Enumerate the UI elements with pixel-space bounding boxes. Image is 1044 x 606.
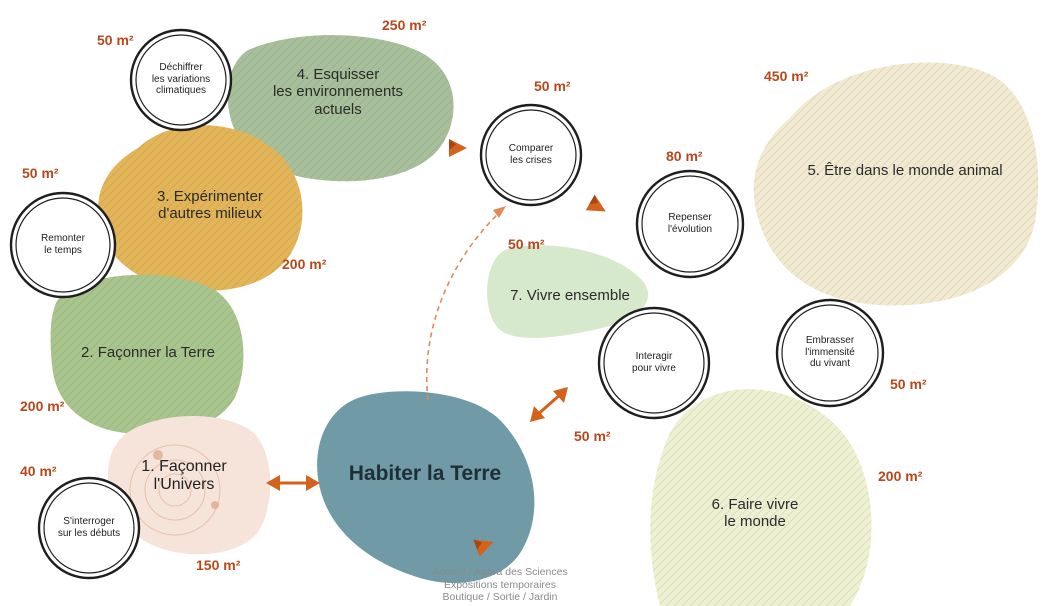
zone-label-line: actuels [314,100,362,118]
ring-label-line: le temps [44,244,82,256]
area-label-zone-7: 50 m² [508,236,545,252]
ring-circle-r7 [775,298,885,408]
entrance-info-line: Boutique / Sortie / Jardin [442,591,558,604]
ring-label-line: l'immensité [805,346,855,358]
ring-circle-r2 [9,191,117,299]
zone-label-line: d'autres milieux [158,205,262,223]
area-label-zone-4: 250 m² [382,17,427,33]
area-label-ring-r6: 50 m² [574,428,611,444]
ring-label-line: S'interroger [63,516,115,527]
ring-label-r2: Remonter le temps [18,233,108,256]
area-label-ring-r3: 50 m² [97,32,134,48]
ring-label-r1: S'interroger sur les débuts [44,516,134,539]
ring-label-line: sur les débuts [57,527,121,539]
ring-label-line: l'évolution [667,223,713,235]
ring-label-r7: Embrasser l'immensité du vivant [785,335,875,370]
ring-label-line: pour vivre [632,362,676,374]
planet-dot [153,450,163,460]
center-blob [317,391,535,583]
ring-label-line: les crises [510,154,552,166]
area-label-ring-r5: 80 m² [666,148,703,164]
ring-circle-r3 [129,28,233,132]
orbit-line [129,444,221,536]
ring-circle-r4 [479,103,583,207]
ring-label-r6: Interagir pour vivre [609,351,699,374]
area-label-ring-r4: 50 m² [534,78,571,94]
area-label-zone-1: 150 m² [196,557,241,573]
zone-label-line: 6. Faire vivre [711,496,799,513]
area-label-zone-3: 200 m² [282,256,327,272]
orbit-line [158,473,192,507]
ring-circle-r1 [37,476,141,580]
triangle-marker [449,139,467,157]
ring-label-r5: Repenser l'évolution [645,212,735,235]
ring-label-line: Remonter [41,233,85,244]
ring-circle-r6 [597,306,711,420]
zone-label-line: les environnements [272,83,404,101]
ring-label-r3: Déchiffrer les variations climatiques [136,62,226,97]
double-arrow-right [530,387,568,422]
dashed-path-arrowhead [493,206,506,218]
triangle-marker [585,194,606,212]
center-title: Habiter la Terre [348,462,502,485]
entrance-info-line: Expositions temporaires [443,578,557,591]
zone-blob-4-texture [227,35,454,182]
zone-label-3: 3. Expérimenter d'autres milieux [130,188,290,223]
zone-label-line: 3. Expérimenter [157,188,263,205]
entrance-info: Accueil / Agora des Sciences Expositions… [390,566,610,604]
planet-dot [211,501,219,509]
double-arrow-left [266,475,320,491]
zone-label-5: 5. Être dans le monde animal [790,162,1020,179]
ring-label-line: Comparer [508,143,554,154]
orbit-line [144,459,206,521]
ring-label-line: Interagir [635,351,673,362]
ring-label-r4: Comparer les crises [486,143,576,166]
entrance-info-line: Accueil / Agora des Sciences [432,566,568,578]
zone-label-1: 1. Façonner l'Univers [128,458,240,495]
area-label-ring-r7: 50 m² [890,376,927,392]
ring-circle-r5 [635,169,745,279]
zone-label-line: 1. Façonner [141,458,227,475]
zone-label-line: l'Univers [153,476,215,494]
ring-label-line: les variations [151,73,211,85]
zone-label-6: 6. Faire vivre le monde [700,496,810,531]
zone-blob-3-texture [98,125,303,291]
zone-blob-6-texture [650,389,872,606]
dashed-path [425,211,501,401]
area-label-zone-5: 450 m² [764,68,809,84]
zone-label-line: 7. Vivre ensemble [510,287,630,304]
zone-label-line: le monde [724,513,786,531]
zone-label-2: 2. Façonner la Terre [58,344,238,361]
zone-label-line: 5. Être dans le monde animal [807,162,1003,179]
zone-blob-5-texture [753,62,1039,306]
area-label-zone-2: 200 m² [20,398,65,414]
zone-label-line: 2. Façonner la Terre [81,344,215,361]
ring-label-line: Repenser [668,212,712,223]
area-label-ring-r2: 50 m² [22,165,59,181]
ring-label-line: climatiques [155,85,207,96]
ring-label-line: Déchiffrer [159,62,203,73]
area-label-ring-r1: 40 m² [20,463,57,479]
triangle-marker [473,539,494,557]
zone-blob-7 [487,245,649,338]
zone-blob-1 [107,415,271,555]
zone-label-7: 7. Vivre ensemble [495,287,645,304]
ring-label-line: du vivant [809,358,851,369]
zone-label-line: 4. Esquisser [296,66,380,83]
zone-label-4: 4. Esquisser les environnements actuels [258,66,418,118]
ring-label-line: Embrasser [805,335,855,346]
zone-blob-2-texture [50,274,244,435]
area-label-zone-6: 200 m² [878,468,923,484]
